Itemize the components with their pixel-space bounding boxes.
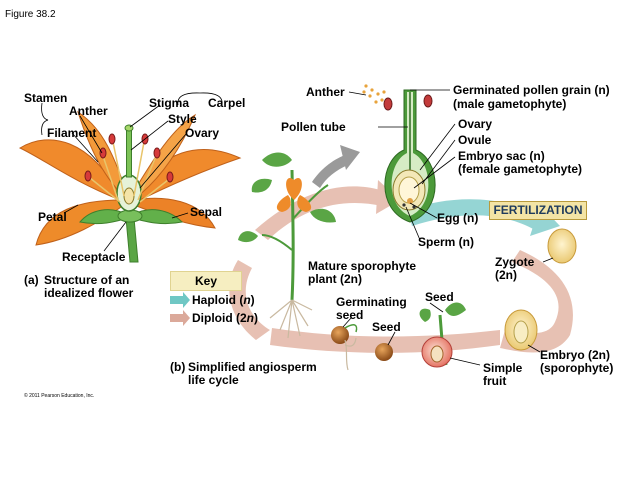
embryo-inner bbox=[513, 320, 529, 344]
stem-shape bbox=[125, 217, 139, 263]
panel-b-letter: (b) bbox=[170, 360, 186, 374]
simple-fruit-illustration bbox=[419, 302, 466, 368]
label-simple-line2: fruit bbox=[483, 374, 507, 388]
label-filament: Filament bbox=[47, 126, 97, 140]
label-carpel: Carpel bbox=[208, 96, 246, 110]
label-pollen-tube: Pollen tube bbox=[281, 120, 346, 134]
label-simple-line1: Simple bbox=[483, 361, 523, 375]
key-title: Key bbox=[170, 271, 242, 291]
egg-cell bbox=[407, 198, 413, 204]
label-zygote-line2: (2n) bbox=[495, 268, 517, 282]
receptacle-shape bbox=[117, 209, 143, 223]
label-embryo-line2: (sporophyte) bbox=[540, 361, 614, 375]
label-petal: Petal bbox=[38, 210, 67, 224]
panel-a-caption-line1: Structure of an bbox=[44, 273, 130, 287]
filament-line bbox=[137, 155, 157, 201]
label-sperm: Sperm (n) bbox=[418, 235, 475, 249]
label-anther: Anther bbox=[69, 104, 108, 118]
label-mature-line1: Mature sporophyte bbox=[308, 259, 417, 273]
anther-shape bbox=[153, 147, 161, 159]
label-germinating-line1: Germinating bbox=[336, 295, 407, 309]
label-receptacle: Receptacle bbox=[62, 250, 126, 264]
grey-arrow bbox=[312, 145, 360, 188]
label-stamen: Stamen bbox=[24, 91, 68, 105]
label-ovule: Ovule bbox=[458, 133, 492, 147]
filament-line bbox=[133, 141, 145, 197]
seed-illustration bbox=[375, 343, 393, 361]
label-seed-right: Seed bbox=[425, 290, 454, 304]
label-style: Style bbox=[168, 112, 197, 126]
diploid-swatch bbox=[170, 310, 190, 326]
key-haploid-label: Haploid (n) bbox=[192, 293, 255, 307]
sperm-cell bbox=[412, 205, 416, 209]
label-germinated-line1: Germinated pollen grain (n) bbox=[453, 83, 610, 97]
copyright-notice: © 2011 Pearson Education, Inc. bbox=[24, 393, 95, 399]
anther-icon bbox=[383, 97, 393, 111]
panel-a-leaders bbox=[41, 92, 223, 252]
label-b-ovary: Ovary bbox=[458, 117, 493, 131]
key-diploid-label: Diploid (2n) bbox=[192, 311, 259, 325]
label-seed-left: Seed bbox=[372, 320, 401, 334]
zygote-illustration bbox=[547, 228, 577, 264]
sepal-shape bbox=[131, 209, 184, 225]
filament-line bbox=[139, 179, 169, 203]
label-embryo-sac-line2: (female gametophyte) bbox=[458, 162, 583, 176]
panel-b-caption-line1: Simplified angiosperm bbox=[188, 360, 317, 374]
sperm-cell bbox=[402, 203, 406, 207]
panel-b-leaders bbox=[342, 89, 554, 366]
label-mature-line2: plant (2n) bbox=[308, 272, 362, 286]
germinating-seed-shoot bbox=[344, 324, 358, 333]
filament-line bbox=[102, 155, 119, 201]
label-egg: Egg (n) bbox=[437, 211, 479, 225]
figure-title: Figure 38.2 bbox=[5, 9, 56, 20]
label-germinated-line2: (male gametophyte) bbox=[453, 97, 567, 111]
anther-shape bbox=[99, 147, 107, 159]
filament-line bbox=[89, 177, 121, 203]
mature-plant-illustration bbox=[238, 152, 336, 339]
petal-shape bbox=[18, 139, 121, 201]
anther-shape bbox=[108, 133, 116, 145]
germinating-seed-root bbox=[344, 337, 357, 371]
pollen-grains bbox=[362, 84, 386, 104]
anther-shape bbox=[84, 170, 92, 182]
anther-icon bbox=[423, 94, 433, 108]
label-embryo-sac-line1: Embryo sac (n) bbox=[458, 149, 545, 163]
panel-b-caption-line2: life cycle bbox=[188, 373, 239, 387]
label-embryo-line1: Embryo (2n) bbox=[540, 348, 611, 362]
haploid-swatch bbox=[170, 292, 190, 308]
label-stigma: Stigma bbox=[149, 96, 190, 110]
anther-shape bbox=[166, 171, 174, 183]
label-sepal: Sepal bbox=[190, 205, 223, 219]
label-ovary: Ovary bbox=[185, 126, 220, 140]
label-germinating-line2: seed bbox=[336, 308, 364, 322]
fertilization-label: FERTILIZATION bbox=[489, 201, 587, 220]
germinating-seed bbox=[331, 326, 349, 344]
panel-a-letter: (a) bbox=[24, 273, 39, 287]
filament-line bbox=[112, 141, 125, 197]
label-b-anther: Anther bbox=[306, 85, 345, 99]
label-zygote-line1: Zygote bbox=[495, 255, 535, 269]
ovule-shape bbox=[123, 187, 135, 205]
style-shape bbox=[126, 129, 132, 178]
panel-a-caption-line2: idealized flower bbox=[44, 286, 134, 300]
carpel-illustration bbox=[384, 89, 436, 223]
